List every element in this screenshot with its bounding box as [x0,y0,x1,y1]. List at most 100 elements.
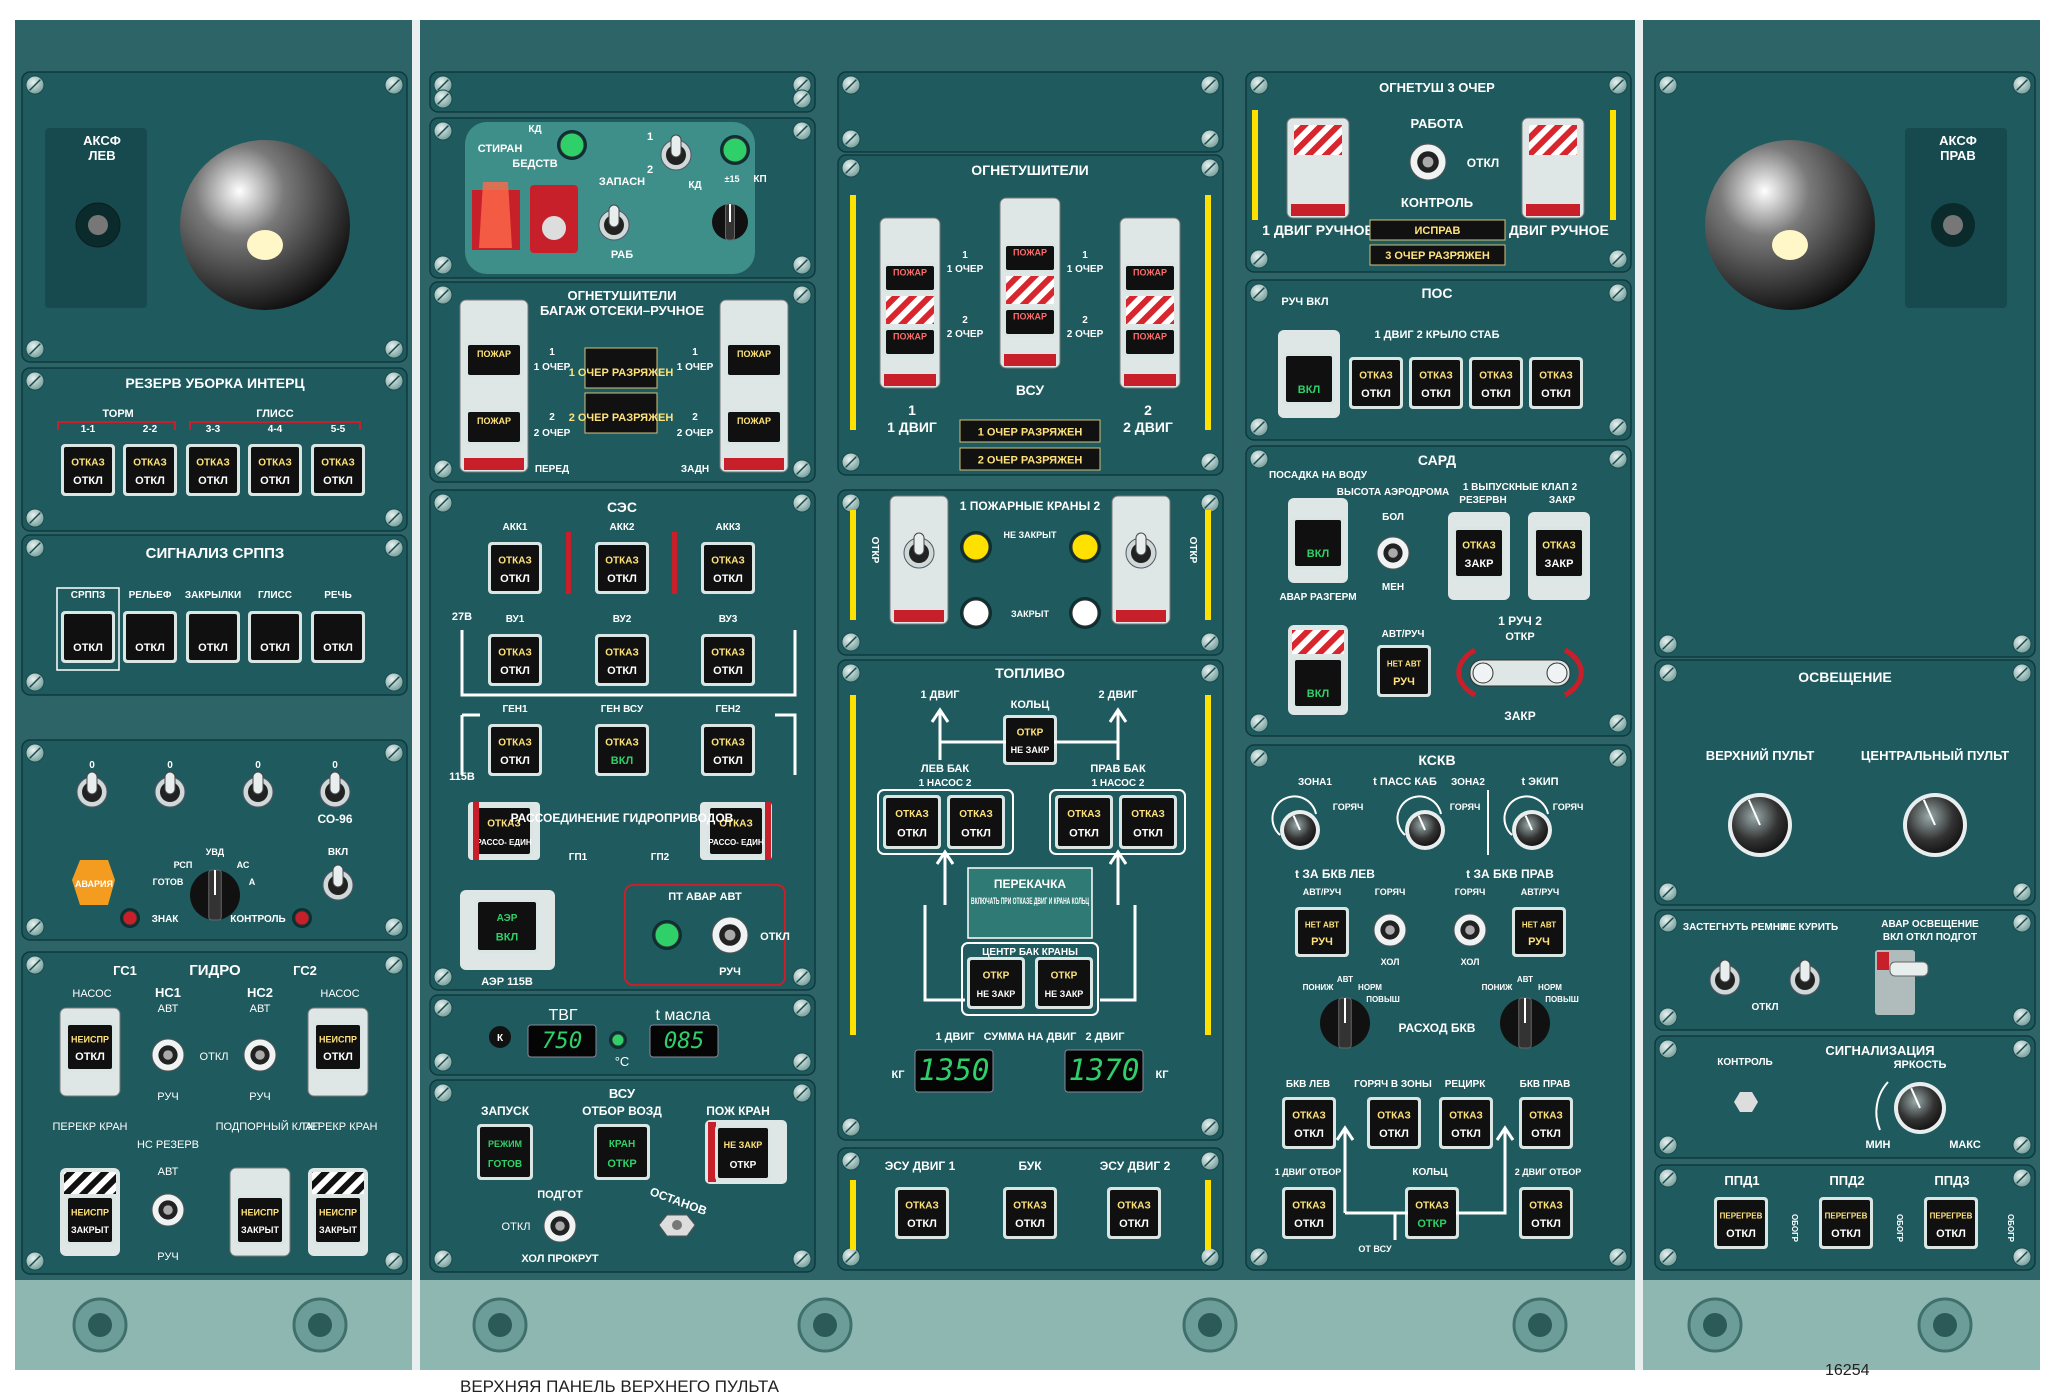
mode-selector[interactable] [190,869,240,921]
bagazh-pered-guard[interactable] [459,299,529,473]
rashod-lev-selector[interactable] [1320,997,1370,1049]
signal-kontrol-button[interactable] [1734,1092,1758,1112]
temp-zone-knob[interactable] [1280,810,1320,850]
signaliz-button[interactable]: ОТКЛ [61,611,115,663]
ogn-pozhar-button[interactable]: ПОЖАР [1123,327,1177,357]
signaliz-button[interactable]: ОТКЛ [123,611,177,663]
co96-toggle[interactable] [319,771,351,808]
co96-vkl-toggle[interactable] [322,864,354,901]
yarkost-knob[interactable] [1894,1082,1946,1134]
ogn-pozhar-button[interactable]: ПОЖАР [883,263,937,293]
signaliz-button[interactable]: ОТКЛ [311,611,365,663]
ns-rezerv-switch[interactable] [151,1193,185,1227]
ogn-pozhar-button[interactable]: ПОЖАР [1123,263,1177,293]
co96-toggle[interactable] [76,771,108,808]
pt-avar-switch[interactable] [711,916,749,954]
centr-pult-light-knob[interactable] [1903,793,1967,857]
ns1-switch[interactable] [151,1038,185,1072]
vysota-selector[interactable] [1376,536,1410,570]
pered-ocher1-pozhar[interactable]: ПОЖАР [465,342,523,378]
co96-toggle[interactable] [154,771,186,808]
temp-zone-knob[interactable] [1405,810,1445,850]
ne-kurit-toggle[interactable] [1789,959,1821,996]
zadn-ocher2-pozhar[interactable]: ПОЖАР [725,409,783,445]
pered-ocher2-pozhar[interactable]: ПОЖАР [465,409,523,445]
bkv-lev-temp-switch[interactable] [1373,913,1407,947]
pozh-kran-right-toggle[interactable] [1125,532,1157,569]
ogn-pozhar-button[interactable]: ПОЖАР [1003,307,1057,337]
ns2-switch[interactable] [243,1038,277,1072]
kd-avt-selector[interactable] [712,203,748,241]
signaliz-button[interactable]: ОТКЛ [248,611,302,663]
joystick-right[interactable] [1705,140,1875,310]
pozh-kran-left-toggle[interactable] [903,532,935,569]
ruch-otkr-handle[interactable] [1469,659,1571,687]
rashod-prav-selector[interactable] [1500,997,1550,1049]
ogn3-rabota-switch[interactable] [1409,143,1447,181]
co96-toggle[interactable] [242,771,274,808]
bkv-prav-temp-switch[interactable] [1453,913,1487,947]
radio-toggle[interactable] [660,134,692,171]
avaria-button[interactable] [72,860,115,905]
pos-ruch-vkl-button[interactable]: ВКЛ [1283,353,1335,405]
posadka-vkl-button[interactable]: ВКЛ [1292,517,1344,569]
temp-zone-knob[interactable] [1512,810,1552,850]
zapasn-toggle[interactable] [598,204,630,241]
ogn-pozhar-button[interactable]: ПОЖАР [883,327,937,357]
bagazh-zadn-guard[interactable] [719,299,789,473]
ogn-pozhar-button[interactable]: ПОЖАР [1003,243,1057,273]
avar-razgerm-button[interactable]: ВКЛ [1292,657,1344,709]
joystick[interactable] [180,140,350,310]
